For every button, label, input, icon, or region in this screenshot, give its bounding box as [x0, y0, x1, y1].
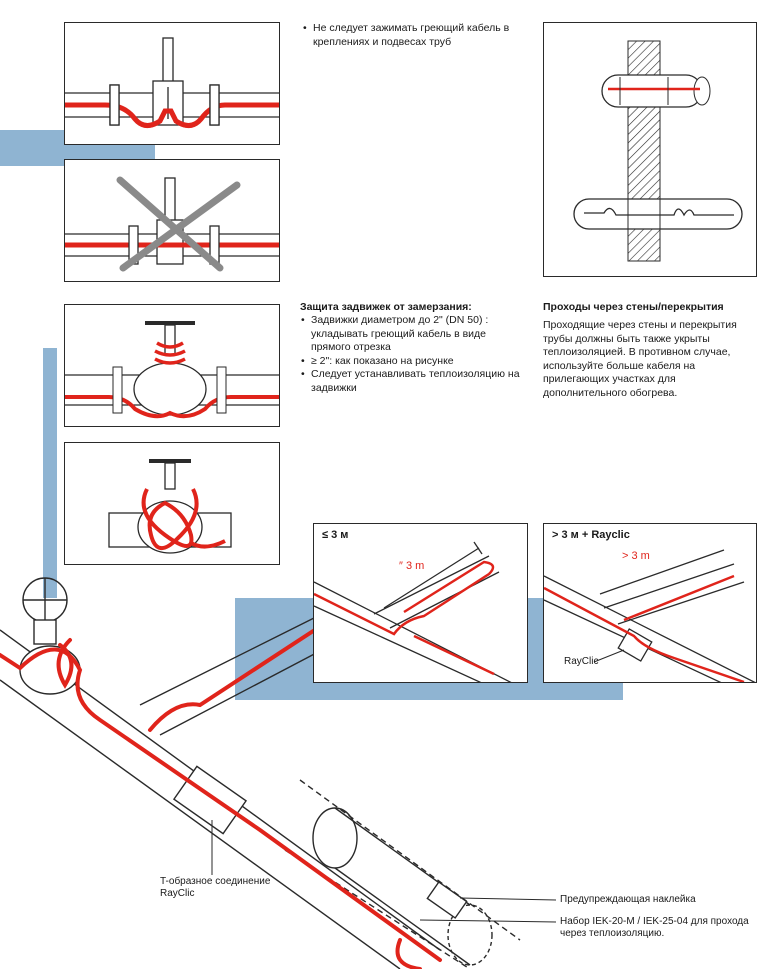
- figure-valve-large: [64, 442, 280, 565]
- figure-branch-short: ≤ 3 м ″ 3 m: [313, 523, 528, 683]
- valves-bullet-1: Задвижки диаметром до 2" (DN 50) : уклад…: [300, 314, 522, 355]
- valves-title: Защита задвижек от замерзания:: [300, 301, 472, 313]
- branch-short-dimension: ″ 3 m: [399, 560, 425, 572]
- main-pipe-drawing: [0, 577, 557, 969]
- valves-bullets: Задвижки диаметром до 2" (DN 50) : уклад…: [300, 314, 522, 395]
- figure-valve-clamp-wrong: [64, 159, 280, 282]
- valves-bullet-3: Следует устанавливать теплоизоляцию на з…: [300, 368, 522, 395]
- figure-valve-small: [64, 304, 280, 427]
- clamp-warning-text: Не следует зажимать греющий кабель в кре…: [302, 22, 522, 49]
- figure-wall-pass-through: [543, 22, 757, 277]
- figure-valve-clamp-correct: [64, 22, 280, 145]
- walls-body: Проходящие через стены и перекрытия труб…: [543, 319, 737, 399]
- branch-long-label: > 3 м + Rayclic: [552, 529, 630, 541]
- clamp-warning-note: Не следует зажимать греющий кабель в кре…: [302, 22, 522, 49]
- valves-section: Защита задвижек от замерзания: Задвижки …: [300, 300, 522, 395]
- figure-branch-long: > 3 м + Rayclic > 3 m RayClic: [543, 523, 757, 683]
- walls-title: Проходы через стены/перекрытия: [543, 301, 724, 313]
- insulation-kit-label: Набор IEK-20-M / IEK-25-04 для прохода ч…: [560, 916, 749, 939]
- warning-sticker-label: Предупреждающая наклейка: [560, 894, 696, 905]
- tee-connector-label: T-образное соединение RayClic: [160, 876, 271, 899]
- branch-short-label: ≤ 3 м: [322, 529, 349, 541]
- walls-section: Проходы через стены/перекрытия Проходящи…: [543, 300, 757, 400]
- branch-long-dimension: > 3 m: [622, 550, 650, 562]
- rayclic-connector-label: RayClic: [564, 656, 599, 667]
- accent-band-vertical: [43, 348, 57, 598]
- valves-bullet-2: ≥ 2": как показано на рисунке: [300, 355, 522, 369]
